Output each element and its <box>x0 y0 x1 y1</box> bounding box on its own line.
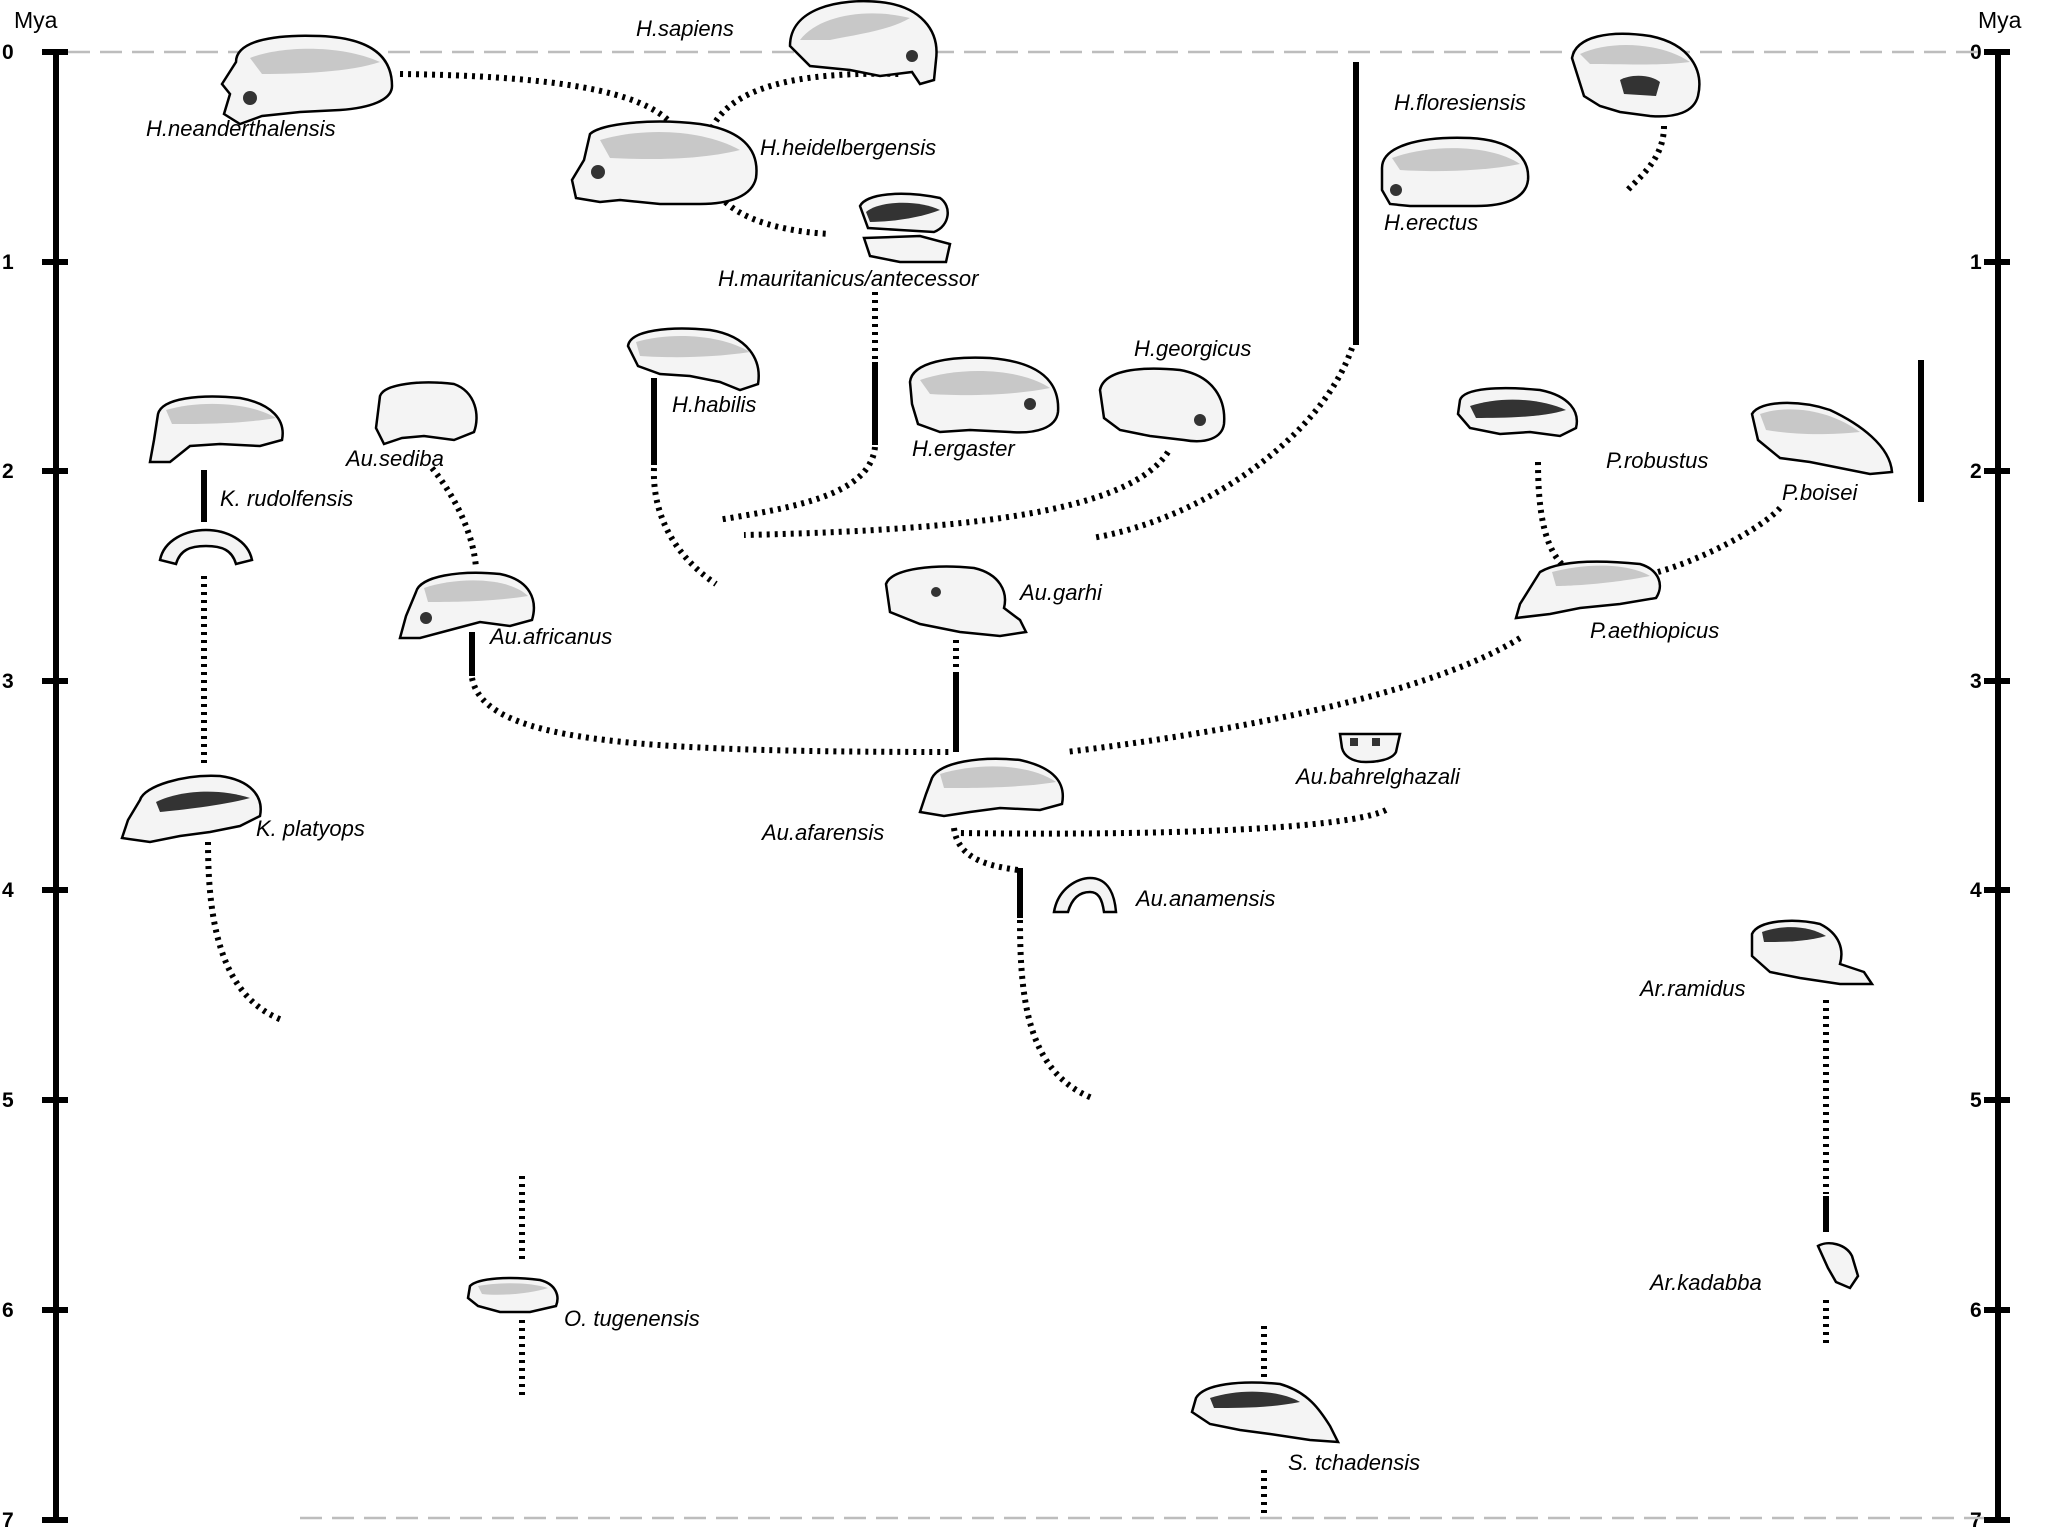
skull-icon-p-boisei <box>1750 401 1894 476</box>
taxon-label-h-floresiensis: H.floresiensis <box>1394 90 1526 115</box>
connector-anamensis-basal <box>1017 919 1094 1101</box>
taxon-label-h-habilis: H.habilis <box>672 392 756 417</box>
skull-icon-s-tchadensis <box>1190 1381 1341 1444</box>
taxon-label-au-garhi: Au.garhi <box>1018 580 1103 605</box>
taxon-label-au-africanus: Au.africanus <box>488 624 612 649</box>
skull-icon-au-sediba <box>374 381 478 446</box>
skull-illustrations <box>120 0 1894 1444</box>
taxon-label-h-ergaster: H.ergaster <box>912 436 1016 461</box>
right-tick-label-7: 7 <box>1970 1509 1982 1532</box>
skull-icon-au-garhi <box>884 565 1028 638</box>
connector-neanderthalensis-heidelbergensis <box>399 71 673 125</box>
skull-icon-h-mauritanicus <box>858 192 952 264</box>
skull-icon-o-tugenensis <box>466 1276 559 1314</box>
taxon-label-h-mauritanicus: H.mauritanicus/antecessor <box>718 266 980 291</box>
taxon-label-o-tugenensis: O. tugenensis <box>564 1306 700 1331</box>
connector-bahrelghazali-afarensis <box>957 807 1388 837</box>
left-tick-label-4: 4 <box>2 879 14 902</box>
right-tick-label-6: 6 <box>1970 1299 1982 1322</box>
skull-icon-h-neanderthalensis <box>220 34 394 126</box>
lineage-connectors <box>201 70 1829 1518</box>
left-time-axis: Mya 0 1 2 3 4 5 6 7 <box>2 7 68 1532</box>
left-tick-label-3: 3 <box>2 670 14 693</box>
taxon-label-h-erectus: H.erectus <box>1384 210 1478 235</box>
left-tick-label-0: 0 <box>2 41 14 64</box>
connector-platyops-basal <box>205 841 284 1023</box>
connector-robustus-aethiopicus <box>1535 461 1569 571</box>
left-tick-label-7: 7 <box>2 1509 14 1532</box>
taxon-label-k-rudolfensis: K. rudolfensis <box>220 486 353 511</box>
taxon-label-au-bahrelghazali: Au.bahrelghazali <box>1294 764 1461 789</box>
connector-sapiens-heidelbergensis <box>709 70 901 130</box>
left-tick-label-1: 1 <box>2 251 14 274</box>
connector-sediba-africanus <box>429 466 479 569</box>
skull-icon-au-bahrelghazali <box>1338 732 1402 764</box>
connector-erectus-to-base <box>1091 347 1355 541</box>
connector-boisei-aethiopicus <box>1657 505 1783 575</box>
skull-icon-p-aethiopicus <box>1514 560 1661 620</box>
right-tick-label-2: 2 <box>1970 460 1982 483</box>
skull-icon-p-robustus <box>1456 386 1579 438</box>
skull-icon-h-ergaster <box>908 356 1060 434</box>
skull-icon-ar-kadabba <box>1816 1242 1860 1290</box>
skull-icon-h-floresiensis <box>1570 32 1701 118</box>
left-tick-label-5: 5 <box>2 1089 14 1112</box>
right-tick-label-5: 5 <box>1970 1089 1982 1112</box>
skull-icon-ar-ramidus <box>1750 919 1875 986</box>
taxon-label-ar-ramidus: Ar.ramidus <box>1638 976 1746 1001</box>
skull-icon-k-rudolfensis-jaw <box>158 528 254 566</box>
skull-icon-au-africanus <box>398 571 536 640</box>
skull-icon-h-habilis <box>626 327 760 392</box>
skull-icon-au-anamensis <box>1052 876 1118 914</box>
taxon-labels: H.sapiens H.neanderthalensis H.heidelber… <box>146 16 1859 1475</box>
right-tick-label-4: 4 <box>1970 879 1982 902</box>
right-tick-label-3: 3 <box>1970 670 1982 693</box>
connector-floresiensis <box>1623 125 1667 194</box>
range-bars <box>201 62 1924 1232</box>
taxon-label-h-georgicus: H.georgicus <box>1134 336 1251 361</box>
left-axis-ticks <box>42 49 68 1523</box>
right-axis-tick-labels: 0 1 2 3 4 5 6 7 <box>1970 41 1982 1532</box>
taxon-label-ar-kadabba: Ar.kadabba <box>1648 1270 1762 1295</box>
taxon-label-h-sapiens: H.sapiens <box>636 16 734 41</box>
skull-icon-au-afarensis <box>918 757 1065 818</box>
left-axis-tick-labels: 0 1 2 3 4 5 6 7 <box>2 41 14 1532</box>
taxon-label-h-neanderthalensis: H.neanderthalensis <box>146 116 336 141</box>
skull-icon-h-sapiens <box>788 0 938 86</box>
left-tick-label-2: 2 <box>2 460 14 483</box>
taxon-label-au-sediba: Au.sediba <box>344 446 444 471</box>
left-tick-label-6: 6 <box>2 1299 14 1322</box>
taxon-label-p-aethiopicus: P.aethiopicus <box>1590 618 1719 643</box>
connector-heidelbergensis-mauritanicus <box>717 194 831 237</box>
right-time-axis: Mya 0 1 2 3 4 5 6 7 <box>1970 7 2022 1532</box>
taxon-label-p-boisei: P.boisei <box>1782 480 1859 505</box>
connector-mauritanicus-to-base <box>717 446 878 523</box>
right-tick-label-1: 1 <box>1970 251 1982 274</box>
right-axis-unit-label: Mya <box>1978 7 2022 33</box>
taxon-label-k-platyops: K. platyops <box>256 816 365 841</box>
taxon-label-au-afarensis: Au.afarensis <box>760 820 884 845</box>
taxon-label-au-anamensis: Au.anamensis <box>1134 886 1275 911</box>
left-axis-unit-label: Mya <box>14 7 58 33</box>
right-axis-ticks <box>1984 49 2010 1523</box>
skull-icon-k-rudolfensis <box>148 395 284 464</box>
taxon-label-p-robustus: P.robustus <box>1606 448 1708 473</box>
skull-icon-h-georgicus <box>1098 367 1226 443</box>
connector-afarensis-anamensis <box>951 827 1019 873</box>
skull-icon-k-platyops <box>120 774 262 844</box>
connector-habilis-to-base <box>650 467 718 587</box>
skull-icon-h-heidelbergensis <box>570 120 758 206</box>
skull-icon-h-erectus <box>1380 136 1530 208</box>
connector-aethiopicus-afarensis <box>1065 635 1522 755</box>
taxon-label-h-heidelbergensis: H.heidelbergensis <box>760 135 936 160</box>
taxon-label-s-tchadensis: S. tchadensis <box>1288 1450 1420 1475</box>
connector-africanus-afarensis <box>469 677 953 755</box>
connector-georgicus-to-base <box>743 450 1171 538</box>
